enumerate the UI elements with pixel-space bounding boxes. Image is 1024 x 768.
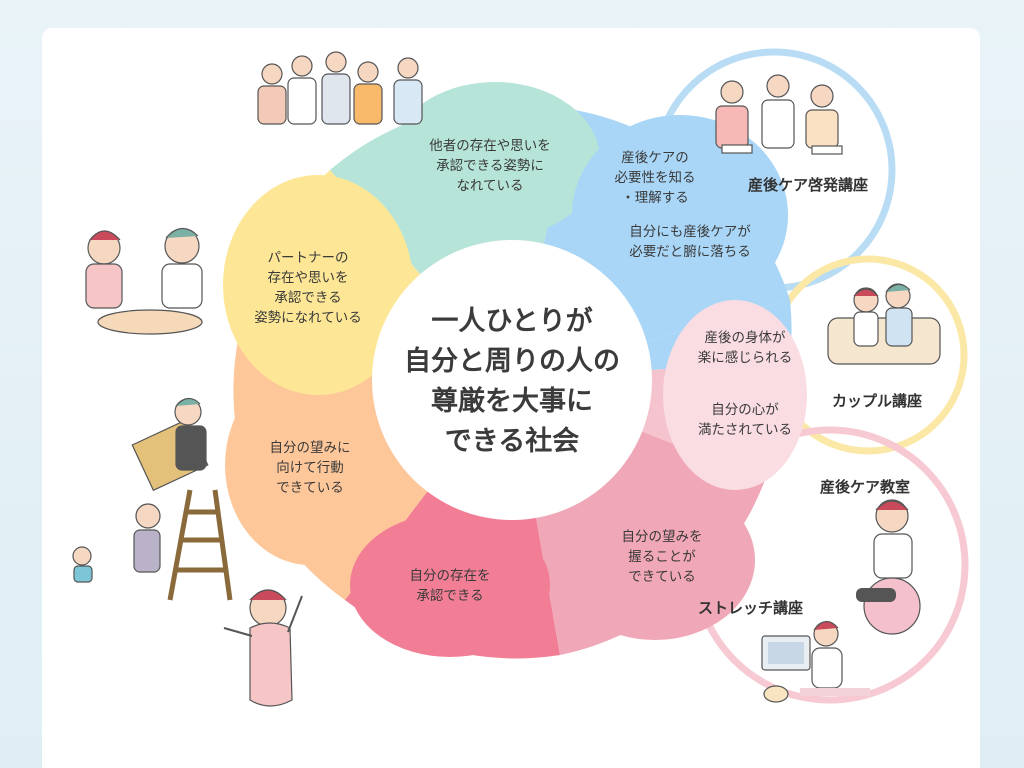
segment-partner-line-1: パートナーの — [268, 250, 349, 266]
segment-partner-line-4: 姿勢になれている — [254, 310, 362, 326]
segment-act-wish-line-1: 自分の望みに — [270, 440, 351, 456]
segment-partner-line-3: 承認できる — [274, 290, 341, 306]
lobe-others — [390, 82, 600, 238]
center-line-4: できる社会 — [445, 425, 579, 457]
course-stretch-label: ストレッチ講座 — [698, 599, 803, 617]
lobe-grasp-wish — [555, 480, 755, 640]
awareness-lecture-illustration — [715, 74, 843, 155]
segment-self-acceptance-line-2: 必要だと腑に落ちる — [629, 244, 751, 260]
couple-course-illustration — [827, 283, 941, 365]
stretch-course-illustration — [761, 620, 870, 703]
couple-talking-illustration — [85, 227, 203, 335]
segment-act-wish: 自分の望みに 向けて行動 できている — [270, 440, 351, 496]
segment-partner-line-2: 存在や思いを — [268, 270, 349, 286]
segment-knowledge-line-3: ・理解する — [621, 190, 689, 206]
segment-act-wish-line-2: 向けて行動 — [276, 460, 344, 476]
center-line-2: 自分と周りの人の — [404, 345, 620, 377]
segment-others-line-1: 他者の存在や思いを — [429, 138, 551, 154]
center-line-1: 一人ひとりが — [431, 305, 592, 337]
segment-self-existence-line-2: 承認できる — [416, 588, 483, 604]
segment-partner: パートナーの 存在や思いを 承認できる 姿勢になれている — [254, 250, 362, 326]
group-of-people-illustration — [257, 51, 423, 125]
course-awareness-label: 産後ケア啓発講座 — [748, 176, 868, 194]
segment-heart-line-2: 満たされている — [698, 422, 792, 438]
segment-self-existence: 自分の存在を 承認できる — [410, 568, 491, 604]
segment-postpartum-knowledge: 産後ケアの 必要性を知る ・理解する — [615, 150, 696, 206]
baby-illustration — [223, 589, 303, 707]
segment-body: 産後の身体が 楽に感じられる — [698, 330, 793, 366]
segment-grasp-wish: 自分の望みを 握ることが できている — [622, 529, 703, 585]
lobe-act-wish — [225, 365, 395, 565]
lobe-partner — [223, 175, 413, 395]
segment-others-line-3: なれている — [456, 178, 523, 194]
segment-knowledge-line-1: 産後ケアの — [621, 150, 689, 166]
segment-self-existence-line-1: 自分の存在を — [410, 568, 491, 584]
segment-self-acceptance-line-1: 自分にも産後ケアが — [629, 224, 751, 240]
course-couple-label: カップル講座 — [832, 392, 922, 410]
lobe-body — [663, 300, 807, 490]
lobe-knowledge — [572, 115, 788, 315]
segment-body-line-2: 楽に感じられる — [698, 349, 793, 366]
segment-others-line-2: 承認できる姿勢に — [436, 158, 544, 174]
lobe-self-existence — [350, 513, 550, 657]
stepladder-family-illustration — [72, 397, 233, 601]
segment-heart: 自分の心が 満たされている — [698, 402, 792, 438]
segment-others: 他者の存在や思いを 承認できる姿勢に なれている — [429, 138, 551, 194]
segment-knowledge-line-2: 必要性を知る — [615, 169, 696, 186]
segment-self-acceptance: 自分にも産後ケアが 必要だと腑に落ちる — [629, 224, 751, 260]
wheel — [223, 82, 807, 659]
segment-grasp-wish-line-1: 自分の望みを — [622, 529, 703, 545]
segment-act-wish-line-3: できている — [276, 480, 344, 496]
postpartum-class-illustration — [856, 499, 921, 635]
segment-heart-line-1: 自分の心が — [711, 402, 779, 418]
segment-body-line-1: 産後の身体が — [705, 330, 786, 346]
center-line-3: 尊厳を大事に — [431, 385, 593, 417]
segment-grasp-wish-line-2: 握ることが — [628, 549, 696, 565]
center-circle — [372, 240, 652, 520]
course-class-label: 産後ケア教室 — [820, 478, 910, 496]
segment-grasp-wish-line-3: できている — [628, 569, 696, 585]
